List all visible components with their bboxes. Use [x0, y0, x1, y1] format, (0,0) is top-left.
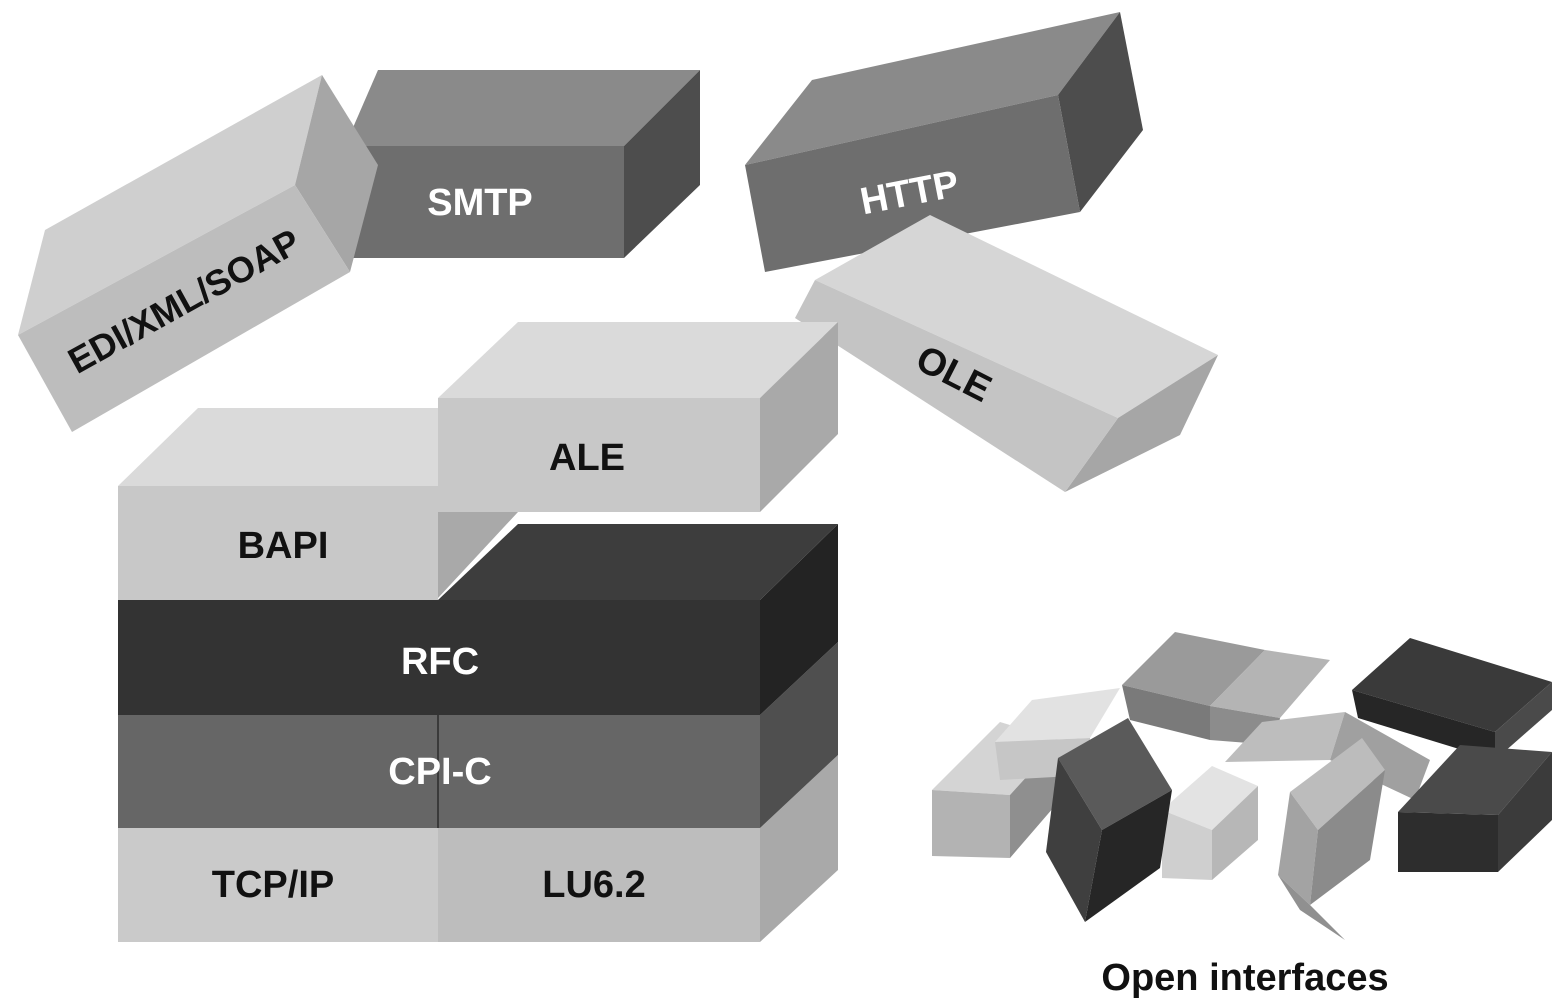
- open-interfaces-caption: Open interfaces: [1101, 957, 1388, 999]
- smtp-block: SMTP: [345, 70, 700, 258]
- lu62-label: LU6.2: [542, 864, 645, 906]
- rfc-layer: RFC: [118, 600, 760, 715]
- bapi-label: BAPI: [238, 525, 329, 567]
- cube: [1398, 745, 1552, 872]
- open-interfaces-cubes: [932, 632, 1552, 940]
- rfc-top-face: [438, 524, 838, 600]
- cube: [1046, 718, 1172, 922]
- bapi-block: BAPI: [118, 408, 438, 600]
- ale-label: ALE: [549, 437, 625, 479]
- transport-layer: TCP/IP LU6.2: [118, 828, 760, 942]
- stack-side-faces: [760, 524, 838, 942]
- ale-block: ALE: [438, 322, 838, 598]
- smtp-label: SMTP: [427, 182, 533, 224]
- cpic-label: CPI-C: [388, 751, 491, 793]
- tcpip-label: TCP/IP: [212, 864, 334, 906]
- cube: [1278, 738, 1385, 940]
- cube: [1352, 638, 1552, 760]
- ole-block: OLE: [795, 215, 1218, 492]
- cube: [1162, 766, 1258, 880]
- rfc-label: RFC: [401, 641, 479, 683]
- cube: [1225, 712, 1430, 800]
- edi-xml-soap-block: EDI/XML/SOAP: [18, 75, 378, 432]
- http-block: HTTP: [745, 12, 1143, 272]
- cpic-layer: CPI-C: [118, 715, 760, 828]
